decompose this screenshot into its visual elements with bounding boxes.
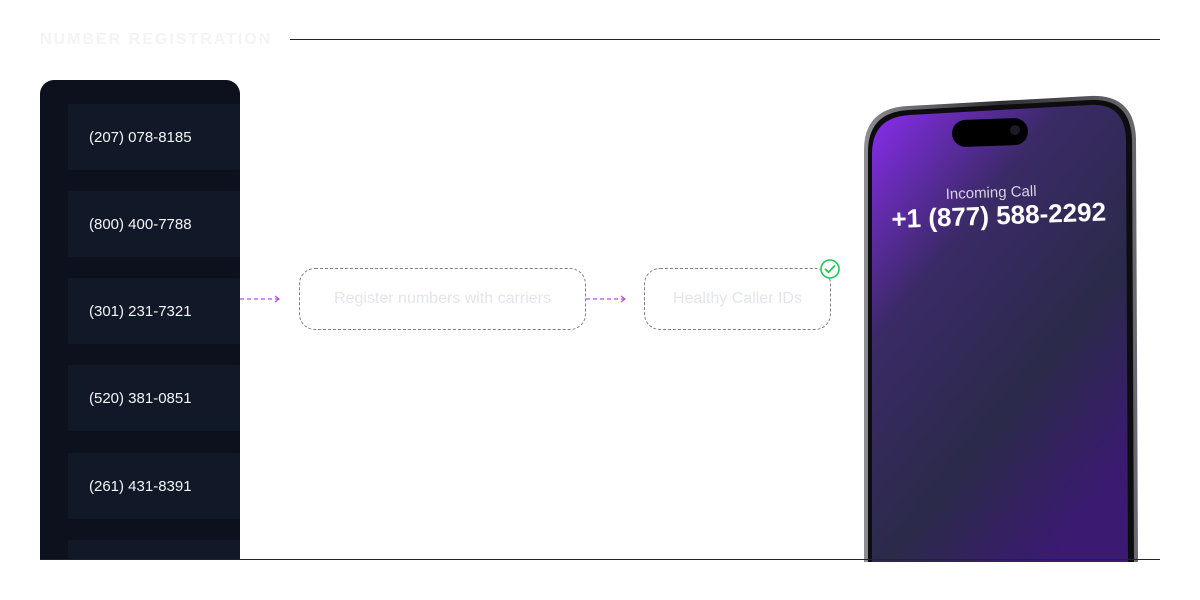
number-card[interactable]: (301) 231-7321: [68, 278, 240, 344]
number-card-partial: [68, 540, 240, 560]
number-list-panel: (207) 078-8185 (800) 400-7788 (301) 231-…: [40, 80, 240, 560]
number-card[interactable]: (520) 381-0851: [68, 365, 240, 431]
step-healthy-caller-ids: Healthy Caller IDs: [644, 268, 831, 330]
number-card[interactable]: (207) 078-8185: [68, 104, 240, 170]
title-divider: [290, 39, 1160, 40]
phone-number: (520) 381-0851: [89, 389, 192, 407]
phone-mockup: [864, 95, 1138, 562]
section-title: NUMBER REGISTRATION: [40, 31, 273, 48]
check-circle-icon: [820, 259, 840, 279]
phone-screen: [872, 104, 1128, 562]
number-card[interactable]: (261) 431-8391: [68, 453, 240, 519]
number-card[interactable]: (800) 400-7788: [68, 191, 240, 257]
connector-arrow-1: [240, 295, 280, 303]
phone-number: (261) 431-8391: [89, 477, 192, 495]
bottom-divider: [40, 559, 1160, 560]
camera-icon: [1010, 125, 1020, 135]
step-register-carriers: Register numbers with carriers: [299, 268, 586, 330]
phone-number: (207) 078-8185: [89, 128, 192, 146]
phone-number: (301) 231-7321: [89, 302, 192, 320]
dynamic-island: [952, 118, 1029, 147]
phone-number: (800) 400-7788: [89, 215, 192, 233]
connector-arrow-2: [586, 295, 626, 303]
